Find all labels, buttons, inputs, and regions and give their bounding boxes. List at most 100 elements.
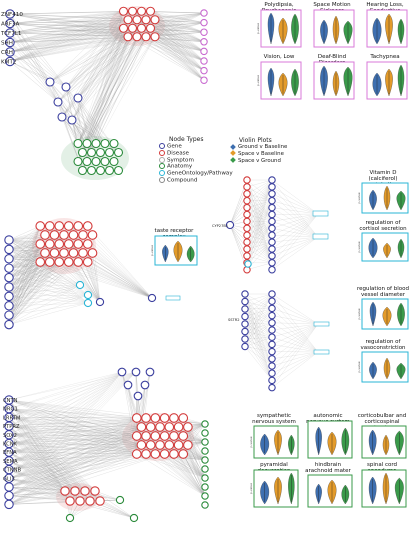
- disease-node: [95, 496, 105, 506]
- edge: [8, 243, 41, 278]
- edge: [173, 453, 206, 497]
- edge: [8, 268, 81, 286]
- disease-node: [44, 221, 55, 231]
- edge: [127, 384, 137, 419]
- edge: [8, 234, 46, 325]
- edge: [8, 408, 86, 492]
- edge: [9, 28, 133, 53]
- gene-label: CRH: [1, 50, 13, 56]
- edge: [77, 36, 147, 99]
- edge: [49, 36, 129, 83]
- violin-panel: Hearing Loss, Conductive: [361, 2, 409, 48]
- edge: [271, 193, 319, 238]
- edge: [154, 32, 205, 37]
- edge: [8, 408, 142, 446]
- edge: [8, 371, 123, 462]
- edge: [150, 426, 206, 497]
- edge: [82, 19, 138, 153]
- edge: [244, 293, 273, 332]
- edge: [8, 417, 137, 453]
- edge: [9, 19, 129, 62]
- edge: [136, 371, 151, 419]
- edge: [9, 36, 138, 43]
- edge: [9, 23, 133, 29]
- edge: [154, 36, 205, 62]
- node-type-item: Compound: [159, 177, 197, 184]
- edge: [244, 293, 273, 347]
- edge: [246, 255, 273, 263]
- edge: [8, 434, 71, 502]
- violin-type-item: Ground v Baseline: [230, 143, 287, 150]
- edge: [246, 200, 273, 263]
- disease-node: [169, 449, 179, 459]
- gene-node: [268, 333, 276, 341]
- edge: [8, 243, 41, 297]
- panel-ylabel: p-value: [150, 245, 154, 256]
- disease-node: [150, 413, 161, 423]
- disease-node: [159, 431, 170, 441]
- edge: [9, 11, 142, 62]
- edge: [57, 36, 129, 103]
- anatomy-node: [201, 465, 209, 473]
- edge: [271, 221, 319, 238]
- edge: [8, 243, 41, 316]
- edge: [9, 51, 67, 88]
- disease-node: [141, 413, 151, 423]
- edge: [8, 261, 41, 269]
- gene-node: [4, 235, 14, 245]
- edge: [127, 36, 205, 71]
- edge: [8, 425, 96, 492]
- edge: [246, 200, 273, 263]
- violin-plot: [313, 9, 355, 48]
- gene-node: [145, 367, 155, 377]
- edge: [8, 426, 142, 496]
- edge: [154, 22, 205, 37]
- edge: [8, 425, 165, 455]
- edge: [8, 284, 81, 288]
- edge: [82, 19, 138, 171]
- edge: [8, 225, 41, 316]
- symptom-node: [200, 28, 208, 36]
- edge: [8, 469, 96, 492]
- edge: [61, 28, 142, 118]
- gene-node: [268, 290, 276, 298]
- edge: [8, 408, 137, 455]
- edge: [271, 200, 319, 238]
- edge: [8, 426, 142, 435]
- edge: [8, 425, 137, 437]
- edge: [9, 11, 124, 34]
- legend-circle-icon: [159, 177, 165, 183]
- edge: [77, 28, 151, 144]
- edge: [82, 28, 133, 153]
- edge: [9, 51, 59, 103]
- edge: [8, 371, 123, 453]
- anatomy-node: [201, 420, 209, 428]
- edge: [244, 301, 273, 367]
- edge: [8, 490, 96, 505]
- node-layer: ZNF410ARF3ATCF7L1SHHCRHKMT2CYP27B1SSTR2C…: [0, 6, 330, 523]
- anatomy-node: [104, 165, 115, 176]
- edge: [246, 221, 273, 263]
- gene-node: [241, 327, 249, 336]
- edge: [9, 13, 51, 83]
- edge: [8, 426, 170, 505]
- violin-panel: pyramidal decussationp-value: [248, 462, 300, 508]
- edge: [8, 452, 71, 502]
- edge: [244, 308, 273, 340]
- anatomy-node: [91, 138, 101, 149]
- gene-node: [4, 499, 14, 510]
- edge: [8, 399, 101, 502]
- violin-panel: Space Motion Sickness: [308, 2, 356, 48]
- edge: [8, 249, 81, 286]
- edge: [9, 28, 142, 53]
- edge: [244, 308, 273, 338]
- edge: [9, 23, 124, 29]
- edge: [244, 346, 273, 367]
- edge: [8, 443, 76, 492]
- edge: [8, 239, 41, 245]
- edge: [65, 36, 129, 88]
- edge: [132, 28, 205, 52]
- edge: [8, 453, 137, 479]
- edge: [71, 36, 129, 121]
